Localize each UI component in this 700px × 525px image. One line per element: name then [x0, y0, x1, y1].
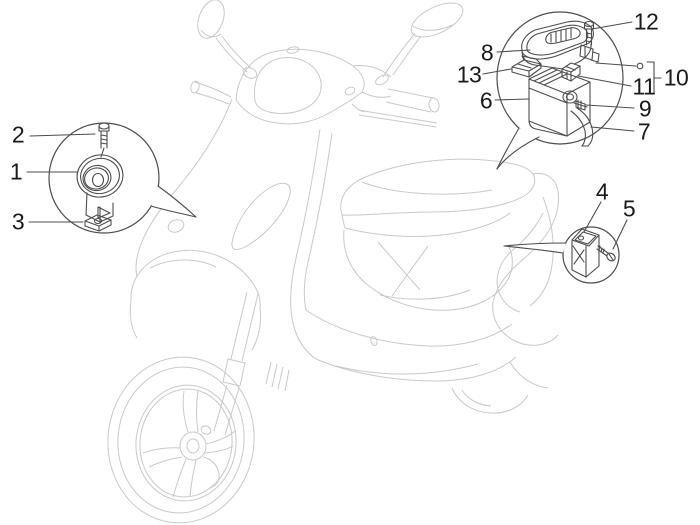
terminal-bolt [573, 99, 588, 111]
front-fender [129, 249, 262, 351]
part-10-dot-marker [636, 62, 644, 70]
handlebar [190, 80, 440, 128]
callout-9: 9 [638, 95, 652, 122]
horn [76, 154, 124, 198]
leader-12 [591, 21, 633, 30]
callout-10: 10 [663, 64, 689, 91]
regulator [571, 228, 600, 278]
callout-6: 6 [479, 87, 493, 114]
floorboard [305, 309, 517, 382]
leader-11 [577, 75, 632, 87]
callout-13: 13 [456, 61, 482, 88]
left-mirror [197, 0, 258, 79]
leader-10-dot [595, 62, 637, 67]
horn-nut [84, 214, 112, 232]
callout-2: 2 [11, 121, 25, 148]
battery-cover [521, 20, 600, 70]
callout-5: 5 [622, 195, 636, 222]
leader-lines [26, 21, 662, 250]
front-fairing [235, 46, 392, 125]
callout-1: 1 [9, 158, 23, 185]
horn-screw [98, 122, 110, 158]
callout-4: 4 [595, 178, 609, 205]
leader-6 [494, 98, 530, 101]
battery-cable [570, 107, 594, 147]
horn-callout-balloon [48, 122, 197, 234]
callout-12: 12 [633, 8, 659, 35]
fuse-holder [511, 55, 542, 78]
horn-bracket [85, 192, 114, 223]
cover-screw [583, 20, 595, 46]
regulator-screw [596, 245, 616, 262]
scooter-line-art [107, 0, 559, 524]
leader-2 [29, 133, 96, 137]
front-fork [213, 291, 290, 436]
seat [340, 158, 536, 237]
regulator-callout-balloon [503, 226, 620, 284]
leader-13 [482, 68, 512, 75]
side-panel [343, 229, 513, 311]
front-wheel [107, 356, 255, 524]
leader-7 [590, 126, 635, 132]
leader-5 [612, 219, 628, 250]
leader-9 [585, 104, 635, 109]
callout-8: 8 [480, 39, 494, 66]
leg-shield [135, 98, 378, 360]
rear-wheel-arch [451, 361, 549, 414]
callout-11: 11 [632, 73, 656, 100]
leader-4 [583, 201, 602, 233]
leader-8 [496, 49, 531, 53]
grab-rail [492, 172, 559, 346]
battery-callout-balloon [496, 11, 624, 170]
callout-3: 3 [11, 208, 25, 235]
callout-7: 7 [637, 118, 651, 145]
